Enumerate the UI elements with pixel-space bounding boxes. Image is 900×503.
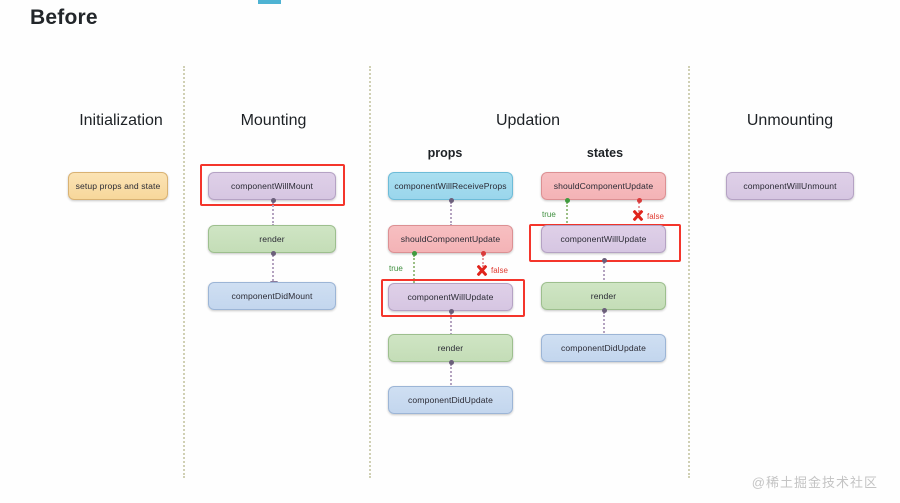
node-props-render[interactable]: render — [388, 334, 513, 362]
connector-dot — [449, 309, 454, 314]
x-mark-icon-props — [475, 264, 488, 277]
watermark: @稀土掘金技术社区 — [751, 475, 878, 490]
subsection-title-states: states — [586, 146, 624, 160]
page-title: Before — [30, 6, 98, 29]
node-states-component-will-update[interactable]: componentWillUpdate — [541, 225, 666, 253]
connector-dot — [271, 198, 276, 203]
accent-bar — [258, 0, 281, 4]
node-setup-props-and-state[interactable]: setup props and state — [68, 172, 168, 200]
connector-props-false — [481, 251, 486, 267]
node-states-should-component-update[interactable]: shouldComponentUpdate — [541, 172, 666, 200]
column-divider-2 — [369, 66, 371, 478]
node-props-should-component-update[interactable]: shouldComponentUpdate — [388, 225, 513, 253]
connector-states-false — [637, 198, 642, 212]
connector-dot — [449, 198, 454, 203]
column-divider-1 — [183, 66, 185, 478]
node-mount-render[interactable]: render — [208, 225, 336, 253]
node-component-will-receive-props[interactable]: componentWillReceiveProps — [388, 172, 513, 200]
highlight-props-component-will-update — [381, 279, 525, 317]
branch-label-false-states: false — [647, 212, 664, 221]
connector-dot-true — [565, 198, 570, 203]
connector-dot — [602, 258, 607, 263]
node-component-will-unmount[interactable]: componentWillUnmount — [726, 172, 854, 200]
branch-label-true-states: true — [542, 210, 556, 219]
node-props-component-will-update[interactable]: componentWillUpdate — [388, 283, 513, 311]
section-title-initialization: Initialization — [79, 112, 163, 129]
connector-mount-2 — [270, 251, 278, 287]
node-states-component-did-update[interactable]: componentDidUpdate — [541, 334, 666, 362]
connector-props-3 — [448, 360, 456, 394]
subsection-title-props: props — [427, 146, 463, 160]
branch-label-false-props: false — [491, 266, 508, 275]
connector-mount-1 — [270, 198, 278, 232]
column-divider-3 — [688, 66, 690, 478]
connector-states-1 — [601, 258, 609, 290]
node-states-render[interactable]: render — [541, 282, 666, 310]
node-component-will-mount[interactable]: componentWillMount — [208, 172, 336, 200]
section-title-unmounting: Unmounting — [746, 112, 834, 129]
connector-dot-true — [412, 251, 417, 256]
section-title-updation: Updation — [495, 112, 561, 129]
connector-dot — [602, 308, 607, 313]
connector-dot — [449, 360, 454, 365]
section-title-mounting: Mounting — [240, 112, 307, 129]
branch-label-true-props: true — [389, 264, 403, 273]
connector-dot — [271, 251, 276, 256]
node-props-component-did-update[interactable]: componentDidUpdate — [388, 386, 513, 414]
x-mark-icon-states — [631, 209, 644, 222]
connector-props-1 — [448, 198, 456, 232]
node-component-did-mount[interactable]: componentDidMount — [208, 282, 336, 310]
connector-dot-false — [481, 251, 486, 256]
connector-dot-false — [637, 198, 642, 203]
connector-states-2 — [601, 308, 609, 342]
